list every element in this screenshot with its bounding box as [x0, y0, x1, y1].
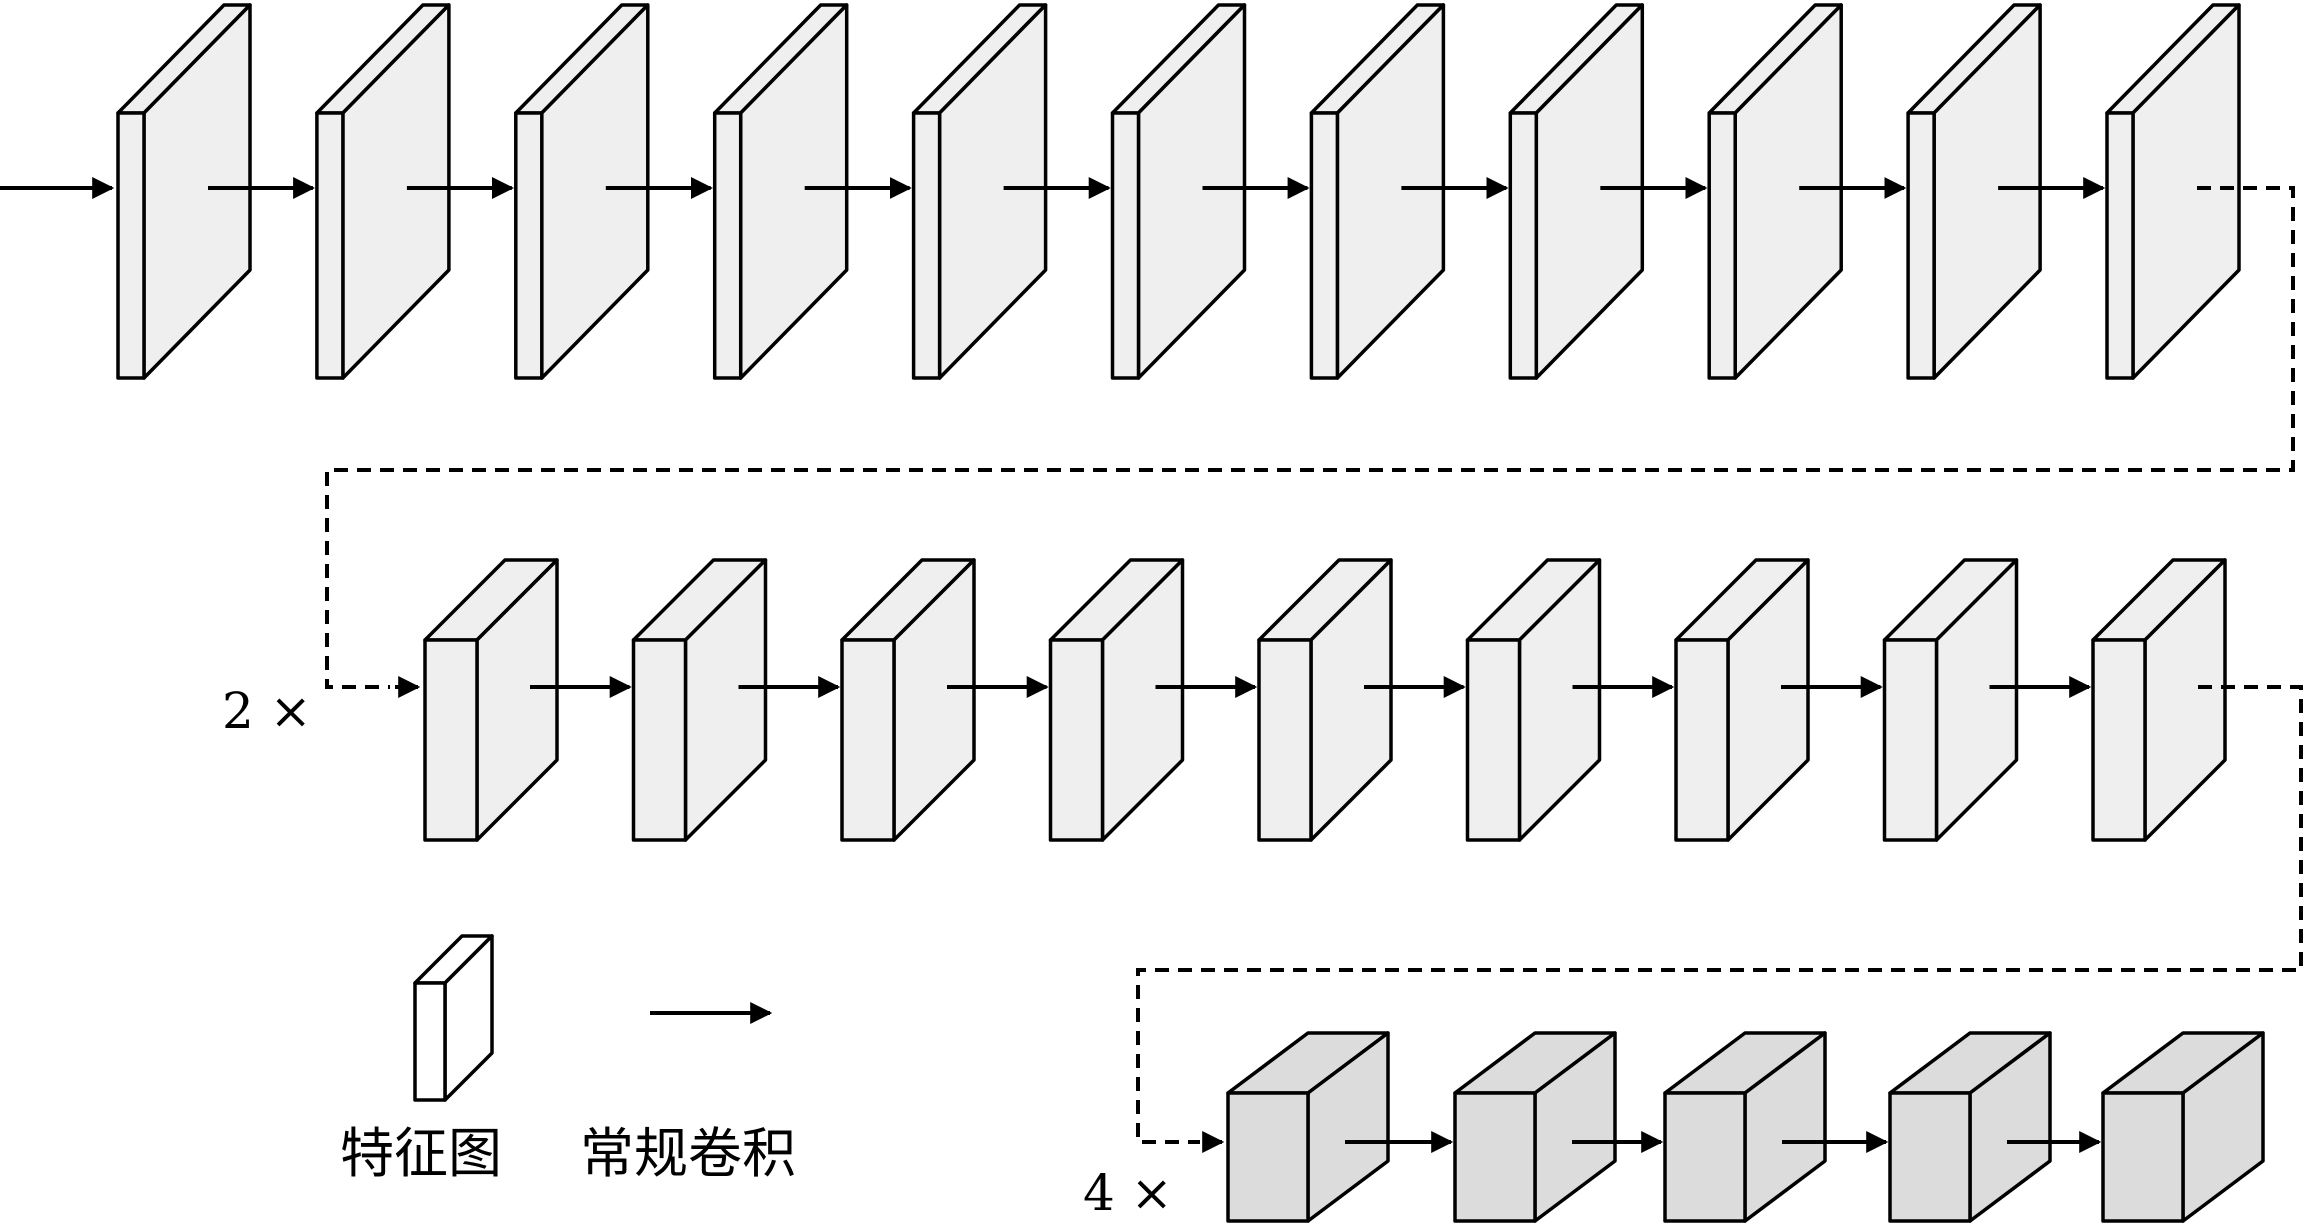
- feature-map-row2-6: [1465, 558, 1602, 842]
- feature-map-row1-4: [712, 3, 849, 380]
- feature-map-row2-1: [423, 558, 559, 842]
- feature-map-row3-1: [1226, 1031, 1390, 1223]
- row-3-feature-maps: [1226, 1031, 2265, 1223]
- feature-map-row2-2: [631, 558, 768, 842]
- feature-map-row3-3: [1663, 1031, 1827, 1223]
- connector-row2-row3: [1136, 685, 2303, 1144]
- legend-feature-map-block: [413, 934, 494, 1102]
- legend-feature-map-icon: [413, 934, 494, 1102]
- feature-map-row1-8: [1508, 3, 1645, 380]
- feature-map-row1-5: [911, 3, 1048, 380]
- row-2-repeat-label: 2 ×: [222, 682, 312, 740]
- feature-map-row2-5: [1257, 558, 1393, 842]
- feature-map-row1-2: [315, 3, 451, 380]
- feature-map-row3-4: [1888, 1031, 2052, 1223]
- connector-lines: [325, 186, 2303, 1153]
- feature-map-row1-3: [514, 3, 650, 380]
- row-3-repeat-label: 4 ×: [1083, 1164, 1173, 1222]
- feature-map-row1-1: [116, 3, 252, 380]
- legend: 特征图 常规卷积: [340, 934, 796, 1185]
- feature-map-row1-7: [1309, 3, 1446, 380]
- row-1-feature-maps: [0, 3, 2241, 380]
- feature-map-row2-3: [840, 558, 976, 842]
- feature-map-row1-11: [2105, 3, 2241, 380]
- feature-map-row2-8: [1882, 558, 2019, 842]
- connector-row1-row2: [325, 186, 2295, 689]
- legend-feature-map-label: 特征图: [340, 1122, 502, 1185]
- feature-map-row2-7: [1674, 558, 1810, 842]
- row-2-feature-maps: [423, 558, 2227, 842]
- legend-regular-conv-label: 常规卷积: [580, 1122, 796, 1185]
- feature-map-row2-9: [2091, 558, 2227, 842]
- feature-map-row3-2: [1453, 1031, 1617, 1223]
- feature-map-row1-6: [1110, 3, 1247, 380]
- feature-map-row1-9: [1707, 3, 1843, 380]
- feature-map-row2-4: [1048, 558, 1185, 842]
- feature-map-row1-10: [1906, 3, 2042, 380]
- feature-map-row3-5: [2101, 1031, 2265, 1223]
